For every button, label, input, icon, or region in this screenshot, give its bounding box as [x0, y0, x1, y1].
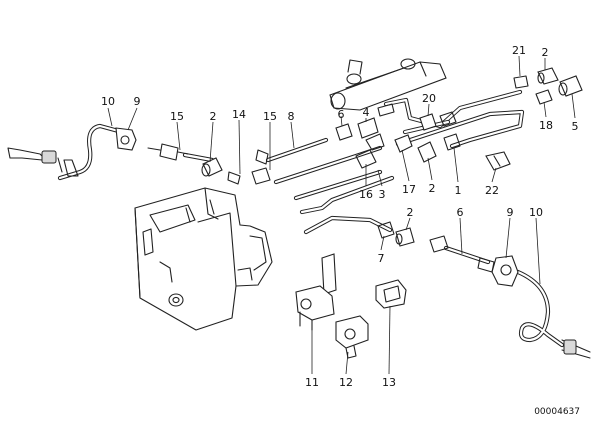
fittings	[7, 67, 591, 359]
callout-6-lower: 6	[457, 206, 464, 219]
callout-6-top: 6	[338, 108, 345, 121]
callout-22: 22	[485, 184, 499, 197]
callout-4: 4	[363, 106, 370, 119]
callout-13: 13	[382, 376, 396, 389]
callout-10-right: 10	[529, 206, 543, 219]
callout-14: 14	[232, 108, 246, 121]
brake-lines	[57, 89, 565, 348]
callout-9-right: 9	[507, 206, 514, 219]
callout-12: 12	[339, 376, 353, 389]
callout-11: 11	[305, 376, 319, 389]
callout-2-lower: 2	[407, 206, 414, 219]
callout-18: 18	[539, 119, 553, 132]
master-cylinder	[329, 58, 447, 111]
callout-1: 1	[455, 184, 462, 197]
callout-2-top-right: 2	[542, 46, 549, 59]
callout-5: 5	[572, 120, 579, 133]
callout-2-left: 2	[210, 110, 217, 123]
callout-10-left: 10	[101, 95, 115, 108]
callout-3: 3	[379, 188, 386, 201]
callout-7: 7	[378, 252, 385, 265]
callout-20: 20	[422, 92, 436, 105]
callout-16: 16	[359, 188, 373, 201]
callout-labels: 21 2 5 18 20 4 6 8 15 14 2 15 10 9 16 3 …	[101, 44, 579, 389]
callout-2-middle: 2	[429, 182, 436, 195]
callout-8: 8	[288, 110, 295, 123]
document-id: 00004637	[534, 407, 580, 417]
callout-21: 21	[512, 44, 526, 57]
callout-9-left: 9	[134, 95, 141, 108]
callout-15-middle: 15	[263, 110, 277, 123]
callout-17: 17	[402, 183, 416, 196]
small-components	[295, 253, 407, 359]
hydraulic-unit	[134, 187, 273, 331]
leader-lines	[107, 55, 576, 375]
callout-15-left: 15	[170, 110, 184, 123]
